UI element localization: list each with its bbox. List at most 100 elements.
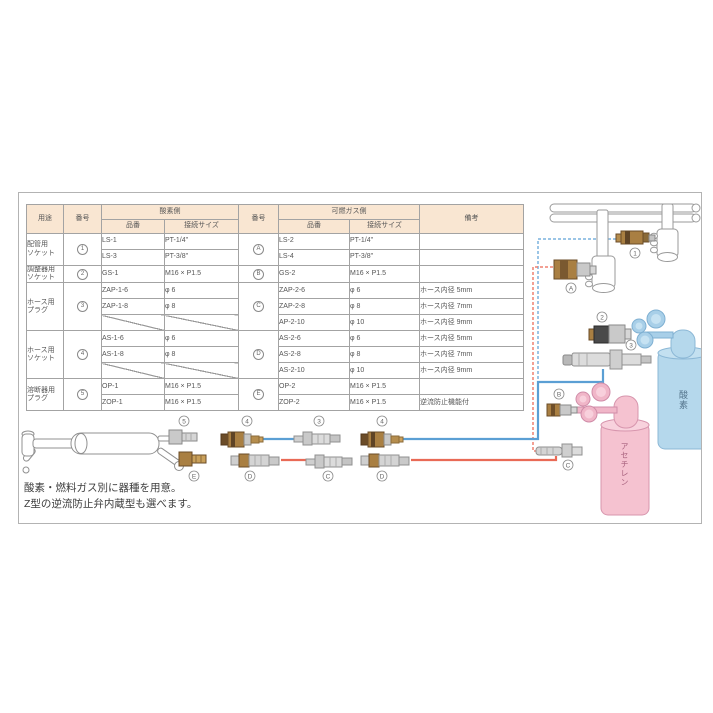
cell-fuel-size: PT-1/4" xyxy=(349,233,420,250)
callout-label-torch-plug-fuel: E xyxy=(188,470,200,482)
cell-oxygen-part: OP-1 xyxy=(101,378,165,396)
cell-usage: ホース用 ソケット xyxy=(26,330,64,380)
oxygen-regulator xyxy=(631,309,674,349)
cell-fuel-part: AS-2-6 xyxy=(278,330,350,348)
svg-text:1: 1 xyxy=(633,250,637,257)
pipe-socket-fuel-connector xyxy=(553,259,597,280)
regulator-socket-fuel-connector xyxy=(546,403,578,417)
svg-text:4: 4 xyxy=(245,418,249,425)
cell-oxygen-part: LS-1 xyxy=(101,233,165,250)
circled-mark: D xyxy=(253,349,264,361)
pipe-socket-oxygen-connector xyxy=(615,230,656,245)
cell-remarks: ホース内径 7mm xyxy=(419,346,524,364)
cell-usage: 配管用 ソケット xyxy=(26,233,64,266)
cell-usage: 調整器用 ソケット xyxy=(26,264,64,284)
oxygen-hose-line xyxy=(403,369,605,441)
header-part-oxygen: 品番 xyxy=(101,219,165,234)
hose-socket-oxygen-assembly-1 xyxy=(220,431,264,448)
spec-table: 用途 番号 酸素側 番号 可燃ガス側 備考 品番 接続サイズ 品番 接続サイズ … xyxy=(26,204,524,412)
cell-oxygen-part: ZAP-1-6 xyxy=(101,282,165,300)
cell-fuel-part: AS-2-10 xyxy=(278,362,350,380)
cell-fuel-size: M16 × P1.5 xyxy=(349,394,420,412)
cell-oxygen-size: φ 8 xyxy=(164,298,239,316)
cell-oxygen-size xyxy=(164,362,239,380)
callout-label-hose-socket-oxygen-1: 4 xyxy=(241,415,253,427)
header-size-fuel: 接続サイズ xyxy=(349,219,420,234)
svg-text:2: 2 xyxy=(600,314,604,321)
cell-remarks xyxy=(419,249,524,266)
fuel-dashed-line xyxy=(532,266,553,452)
header-fuel-side: 可燃ガス側 xyxy=(278,204,420,220)
cell-letter: E xyxy=(238,378,279,412)
hose-socket-oxygen-assembly-2 xyxy=(360,431,404,448)
acetylene-cylinder-label: アセチレン xyxy=(620,442,629,487)
hose-plug-oxygen-connector xyxy=(562,349,652,370)
cell-fuel-part: OP-2 xyxy=(278,378,350,396)
cell-oxygen-size: φ 8 xyxy=(164,346,239,364)
cell-oxygen-size: PT-1/4" xyxy=(164,233,239,250)
cell-fuel-part: AP-2-10 xyxy=(278,314,350,332)
cell-usage: 溶断器用 プラグ xyxy=(26,378,64,412)
svg-text:B: B xyxy=(557,391,561,398)
svg-text:D: D xyxy=(380,473,385,480)
cell-remarks: 逆流防止機能付 xyxy=(419,394,524,412)
header-part-fuel: 品番 xyxy=(278,219,350,234)
callout-label-hose-plug-fuel-1: C xyxy=(322,470,334,482)
cell-number: 3 xyxy=(63,282,102,332)
cell-fuel-part: AS-2-8 xyxy=(278,346,350,364)
oxygen-cylinder-label: 酸素 xyxy=(678,390,688,410)
cell-usage: ホース用 プラグ xyxy=(26,282,64,332)
cell-remarks: ホース内径 9mm xyxy=(419,362,524,380)
cell-letter: A xyxy=(238,233,279,266)
supply-pipes xyxy=(549,203,701,293)
regulator-socket-oxygen-connector xyxy=(588,324,632,344)
cell-fuel-size: PT-3/8" xyxy=(349,249,420,266)
fuel-hose-line xyxy=(411,456,558,462)
callout-label-hose-plug-oxygen: 3 xyxy=(625,339,637,351)
acetylene-cylinder xyxy=(600,395,650,516)
cell-oxygen-size: φ 6 xyxy=(164,282,239,300)
cell-oxygen-size: φ 6 xyxy=(164,330,239,348)
torch-plug-fuel-connector xyxy=(178,451,207,467)
callout-label-torch-plug-oxygen: 5 xyxy=(178,415,190,427)
header-oxygen-side: 酸素側 xyxy=(101,204,239,220)
cell-remarks: ホース内径 5mm xyxy=(419,330,524,348)
cell-fuel-size: M16 × P1.5 xyxy=(349,378,420,396)
cell-fuel-part: ZAP-2-8 xyxy=(278,298,350,316)
cell-fuel-size: φ 10 xyxy=(349,314,420,332)
cell-number: 5 xyxy=(63,378,102,412)
cell-oxygen-size: M16 × P1.5 xyxy=(164,394,239,412)
cell-number: 2 xyxy=(63,264,102,284)
cell-oxygen-part: AS-1-6 xyxy=(101,330,165,348)
hose-plug-fuel-assembly-1 xyxy=(305,454,353,469)
circled-mark: 4 xyxy=(77,349,88,361)
oxygen-dashed-line xyxy=(537,238,616,382)
torch xyxy=(21,430,184,474)
cell-letter: B xyxy=(238,264,279,284)
callout-label-regulator-socket-oxygen: 2 xyxy=(596,311,608,323)
circled-mark: C xyxy=(253,301,264,313)
note-line-2: Z型の逆流防止弁内蔵型も選べます。 xyxy=(24,498,198,511)
circled-mark: 5 xyxy=(77,389,88,401)
callout-label-hose-socket-fuel-1: D xyxy=(244,470,256,482)
cell-fuel-part: ZOP-2 xyxy=(278,394,350,412)
acetylene-regulator xyxy=(574,382,618,423)
cell-number: 1 xyxy=(63,233,102,266)
cell-fuel-size: φ 6 xyxy=(349,282,420,300)
cell-remarks: ホース内径 7mm xyxy=(419,298,524,316)
cell-oxygen-part: ZAP-1-8 xyxy=(101,298,165,316)
cell-fuel-size: φ 10 xyxy=(349,362,420,380)
callout-label-hose-socket-oxygen-2: 4 xyxy=(376,415,388,427)
svg-text:A: A xyxy=(569,285,574,292)
circled-mark: B xyxy=(253,268,264,280)
circled-mark: 3 xyxy=(77,301,88,313)
svg-text:4: 4 xyxy=(380,418,384,425)
